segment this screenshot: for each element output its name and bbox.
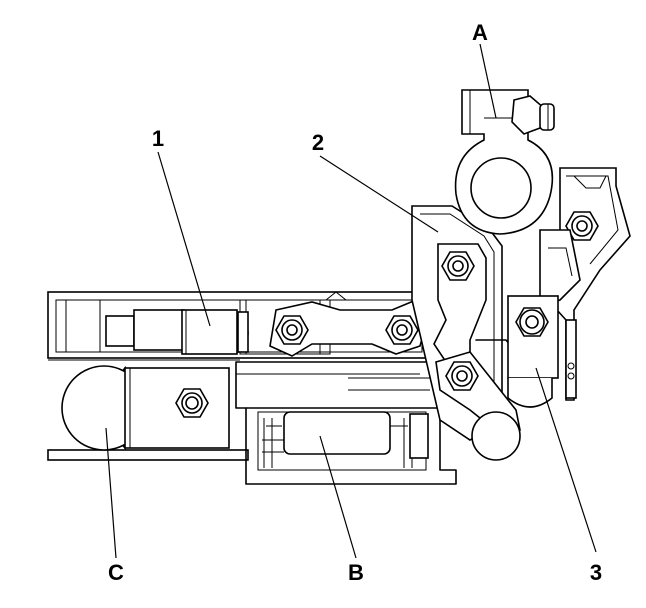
part-c-bolt	[175, 388, 209, 418]
link-bar	[269, 291, 429, 357]
part-3-roller	[507, 295, 577, 408]
leader-lines	[105, 43, 597, 559]
leader-c	[105, 427, 117, 559]
callout-2: 2	[312, 130, 324, 155]
leader-2	[319, 155, 439, 233]
link-bolt-left	[275, 315, 309, 345]
link-bolt-right	[385, 315, 419, 345]
bracket-bolt	[565, 211, 599, 241]
callout-3: 3	[590, 560, 602, 585]
leader-a	[479, 43, 497, 119]
callout-a: A	[472, 20, 488, 45]
plate-bolt-top	[441, 251, 475, 281]
leader-1	[157, 151, 211, 327]
part-c-roller	[61, 365, 230, 451]
part-a-clamp	[454, 89, 555, 235]
clamp-bolt	[511, 95, 555, 135]
callout-c: C	[108, 560, 124, 585]
swing-bolt	[445, 361, 479, 391]
callout-b: B	[348, 560, 364, 585]
swing-arm	[435, 339, 523, 461]
part-3-bolt	[515, 307, 549, 337]
leader-3	[535, 367, 597, 553]
part-1-block	[181, 309, 249, 355]
leader-b	[319, 435, 357, 559]
callout-1: 1	[152, 126, 164, 151]
part-b-assembly	[245, 407, 457, 485]
